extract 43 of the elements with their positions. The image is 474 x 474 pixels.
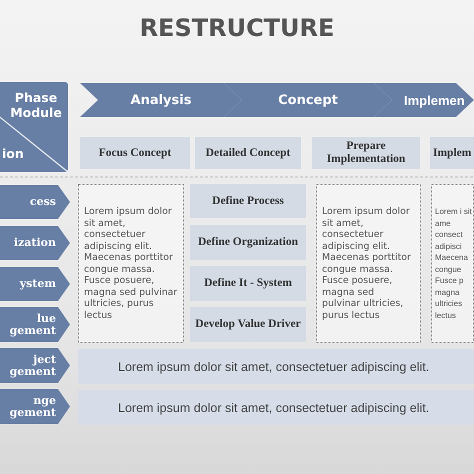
- phase-label: Analysis: [130, 92, 192, 110]
- matrix-header-box: [0, 82, 68, 172]
- title: RESTRUCTURE: [138, 14, 336, 42]
- module-label: Define Organization: [197, 235, 299, 250]
- module-label: Detailed Concept: [204, 146, 292, 160]
- dashed-text-box: [431, 184, 474, 343]
- dashed-text-box: [316, 184, 421, 343]
- module-label: Prepare Implementation: [326, 139, 406, 167]
- row-tag: [0, 226, 70, 260]
- module-label: Implem: [433, 146, 472, 161]
- row-label: ject gement: [8, 352, 57, 380]
- dashed-text-box: [78, 184, 184, 343]
- phase-label: Concept: [277, 92, 339, 110]
- body-text: Lorem i sit ame consect adipisci Maecena congue Fusce p magna ultricies lectus: [434, 206, 473, 322]
- module-label: Develop Value Driver: [194, 317, 302, 332]
- row-label: ystem: [18, 276, 57, 292]
- module-box: [80, 137, 190, 169]
- row-tag: [0, 307, 70, 342]
- header-label: Phase Module: [9, 90, 63, 120]
- module-box: [430, 137, 474, 169]
- row-tag: [0, 267, 70, 301]
- row-label: lue gement: [8, 310, 57, 338]
- module-label: Define It - System: [203, 276, 293, 291]
- phase-step-band: [224, 83, 392, 117]
- body-text: Lorem ipsum dolor sit amet, consectetuer adipiscing elit. Maecenas porttitor congue massa. Fusce posuere, magna sed pulvinar ultricies, purus lectus: [321, 205, 412, 322]
- module-label: Focus Concept: [98, 146, 172, 160]
- row-tag: [0, 348, 70, 383]
- phase-label: Implemen: [404, 92, 465, 110]
- header-label: ion: [2, 146, 24, 162]
- row-label: cess: [28, 194, 57, 210]
- module-label: Define Process: [211, 194, 285, 208]
- phase-step-band: [80, 83, 242, 117]
- phase-step-band: [374, 83, 474, 117]
- row-tag: [0, 185, 70, 219]
- body-text: Lorem ipsum dolor sit amet, consectetuer adipiscing elit.: [118, 358, 430, 376]
- module-box: [190, 184, 306, 218]
- row-label: ization: [12, 235, 57, 251]
- row-tag: [0, 389, 70, 424]
- row-label: nge gement: [8, 392, 57, 420]
- module-box: [312, 137, 420, 169]
- body-text: Lorem ipsum dolor sit amet, consectetuer adipiscing elit. Maecenas porttitor congue massa. Fusce posuere, magna sed pulvinar ultricies, purus lectus: [83, 205, 178, 322]
- module-box: [195, 137, 301, 169]
- body-text: Lorem ipsum dolor sit amet, consectetuer adipiscing elit.: [118, 400, 430, 417]
